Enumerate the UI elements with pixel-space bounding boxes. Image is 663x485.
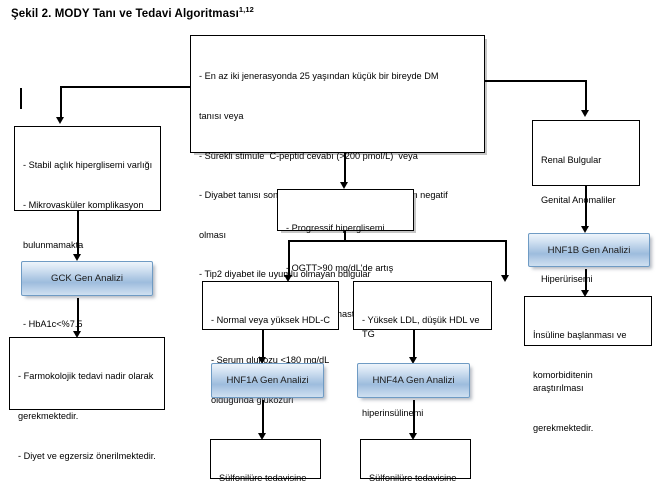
criteria-main-line-1: - En az iki jenerasyonda 25 yaşından küç… bbox=[199, 71, 439, 82]
criteria-left-line-5: - HbA1c<%7.5 bbox=[23, 318, 83, 329]
treatment-hnf1b-box: İnsüline başlanması ve komorbiditenin ar… bbox=[524, 296, 652, 433]
connector-main-to-progressive-arrowhead bbox=[340, 182, 348, 189]
figure-title: Şekil 2. MODY Tanı ve Tedavi Algoritması… bbox=[11, 5, 254, 20]
connector-progressive-split-horizontal bbox=[288, 240, 506, 242]
stray-mark bbox=[20, 88, 22, 109]
criteria-left-line-3: bulunmamakta bbox=[23, 239, 84, 250]
connector-hnf4a-gene-to-treatment-arrowhead bbox=[409, 433, 417, 440]
criteria-left-line-2: - Mikrovasküler komplikasyon bbox=[23, 200, 144, 211]
connector-main-to-right-horizontal bbox=[485, 80, 587, 82]
connector-progressive-to-hnf4a-vertical bbox=[505, 240, 507, 276]
criteria-hnf1a-line-3: olduğunda glukozüri bbox=[211, 394, 294, 405]
connector-progressive-to-hnf4a-arrowhead bbox=[501, 275, 509, 282]
connector-main-to-left-horizontal bbox=[60, 86, 191, 88]
criteria-main-line-3: - Sürekli stimule C-peptid cevabı (>200 … bbox=[199, 150, 418, 161]
connector-right-to-hnf1b-arrowhead bbox=[581, 226, 589, 233]
criteria-hnf1a-box: - Normal veya yüksek HDL-C - Serum gluko… bbox=[202, 281, 339, 405]
gene-hnf1b-label: HNF1B Gen Analizi bbox=[547, 244, 631, 256]
gene-gck-label: GCK Gen Analizi bbox=[51, 273, 123, 284]
treatment-hnf1b-line-3: gerekmektedir. bbox=[533, 422, 594, 433]
connector-hnf1b-to-treatment-vertical bbox=[585, 269, 587, 291]
criteria-main-line-2: tanısı veya bbox=[199, 111, 244, 122]
figure-title-text: Şekil 2. MODY Tanı ve Tedavi Algoritması bbox=[11, 7, 239, 20]
gene-hnf4a-label: HNF4A Gen Analizi bbox=[372, 375, 455, 386]
connector-hnf4a-criteria-to-gene-arrowhead bbox=[409, 357, 417, 364]
connector-progressive-to-hnf1a-arrowhead bbox=[284, 275, 292, 282]
criteria-right-box: Renal Bulgular Genital Anomaliler Hipoma… bbox=[532, 120, 640, 284]
connector-progressive-stem bbox=[344, 231, 346, 242]
gene-hnf1b-box[interactable]: HNF1B Gen Analizi bbox=[528, 233, 650, 267]
treatment-gck-line-3: - Diyet ve egzersiz önerilmektedir. bbox=[18, 450, 156, 461]
connector-gck-to-treatment-arrowhead bbox=[73, 331, 81, 338]
gene-hnf1a-box[interactable]: HNF1A Gen Analizi bbox=[211, 363, 324, 398]
connector-hnf1a-gene-to-treatment-vertical bbox=[262, 400, 264, 434]
gene-hnf4a-box[interactable]: HNF4A Gen Analizi bbox=[357, 363, 470, 398]
criteria-left-line-1: - Stabil açlık hiperglisemi varlığı bbox=[23, 160, 153, 171]
connector-hnf1a-criteria-to-gene-arrowhead bbox=[258, 357, 266, 364]
connector-main-to-left-arrowhead bbox=[56, 117, 64, 124]
criteria-progressive-line-2: - OGTT>90 mg/dL'de artış bbox=[286, 263, 394, 274]
treatment-gck-box: - Farmokolojik tedavi nadir olarak gerek… bbox=[9, 337, 165, 461]
treatment-hnf1a-line-1: Sülfonilüre tedavisine bbox=[219, 473, 307, 484]
connector-main-to-right-vertical bbox=[585, 80, 587, 111]
connector-left-to-gck-arrowhead bbox=[73, 254, 81, 261]
criteria-left-box: - Stabil açlık hiperglisemi varlığı - Mi… bbox=[14, 126, 161, 329]
criteria-hnf4a-line-1: - Yüksek LDL, düşük HDL ve TG bbox=[362, 315, 482, 339]
connector-hnf1b-to-treatment-arrowhead bbox=[581, 290, 589, 297]
connector-gck-to-treatment-vertical bbox=[77, 298, 79, 332]
criteria-hnf1a-line-1: - Normal veya yüksek HDL-C bbox=[211, 315, 330, 326]
connector-main-to-left-vertical bbox=[60, 86, 62, 118]
criteria-hnf4a-box: - Yüksek LDL, düşük HDL ve TG -Makrozomi… bbox=[353, 281, 492, 418]
connector-main-to-progressive-vertical bbox=[344, 153, 346, 183]
treatment-hnf4a-line-1: Sülfonilüre tedavisine bbox=[369, 473, 457, 484]
gene-hnf1a-label: HNF1A Gen Analizi bbox=[226, 375, 309, 386]
connector-hnf1a-criteria-to-gene-vertical bbox=[262, 330, 264, 358]
connector-hnf4a-gene-to-treatment-vertical bbox=[413, 400, 415, 434]
treatment-hnf1b-line-1: İnsüline başlanması ve bbox=[533, 330, 627, 341]
treatment-hnf4a-box: Sülfonilüre tedavisine başlanabilir. bbox=[360, 439, 471, 483]
criteria-progressive-box: - Progressif hiperglisemi - OGTT>90 mg/d… bbox=[277, 189, 414, 273]
treatment-gck-line-1: - Farmokolojik tedavi nadir olarak bbox=[18, 371, 154, 382]
criteria-right-line-1: Renal Bulgular bbox=[541, 155, 602, 166]
criteria-right-line-4: Hiperürisemi bbox=[541, 274, 593, 285]
connector-hnf1a-gene-to-treatment-arrowhead bbox=[258, 433, 266, 440]
figure-title-superscript: 1,12 bbox=[238, 5, 254, 14]
connector-hnf4a-criteria-to-gene-vertical bbox=[413, 330, 415, 358]
gene-gck-box[interactable]: GCK Gen Analizi bbox=[21, 261, 153, 296]
treatment-hnf1a-box: Sülfonilüre tedavisine başlanabilir. bbox=[210, 439, 321, 483]
criteria-right-line-2: Genital Anomaliler bbox=[541, 195, 616, 206]
connector-progressive-to-hnf1a-vertical bbox=[288, 240, 290, 276]
connector-left-to-gck-vertical bbox=[77, 211, 79, 255]
criteria-progressive-line-1: - Progressif hiperglisemi bbox=[286, 223, 385, 234]
criteria-hnf4a-line-3: hiperinsülinemi bbox=[362, 407, 424, 418]
treatment-gck-line-2: gerekmektedir. bbox=[18, 411, 79, 422]
connector-main-to-right-arrowhead bbox=[581, 110, 589, 117]
criteria-main-box: - En az iki jenerasyonda 25 yaşından küç… bbox=[190, 35, 485, 319]
criteria-main-line-5: olması bbox=[199, 229, 227, 240]
criteria-main-line-6: - Tip2 diyabet ile uyumlu olmayan bulgul… bbox=[199, 269, 371, 280]
connector-right-to-hnf1b-vertical bbox=[585, 186, 587, 227]
treatment-hnf1b-line-2: komorbiditenin araştırılması bbox=[533, 370, 596, 394]
